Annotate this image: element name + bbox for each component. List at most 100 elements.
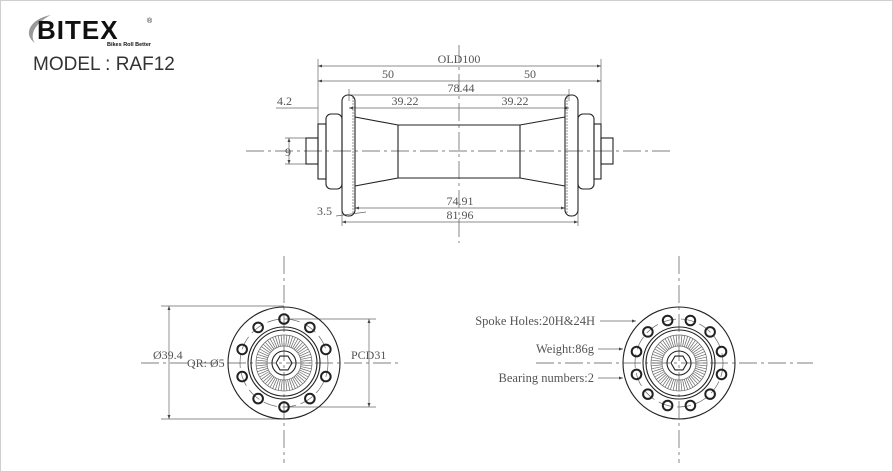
serration <box>258 369 269 375</box>
serration <box>275 336 280 347</box>
serration <box>657 374 667 382</box>
serration <box>675 379 678 391</box>
serration <box>300 354 311 359</box>
dim-half-left: 50 <box>382 67 394 81</box>
spoke-hole <box>320 370 332 383</box>
serration <box>672 335 676 347</box>
serration <box>256 364 268 367</box>
serration <box>259 371 270 378</box>
spoke-hole <box>278 313 290 325</box>
serration <box>692 346 702 354</box>
serration <box>265 375 273 385</box>
serration <box>667 337 673 348</box>
model-label: MODEL : RAF12 <box>33 54 175 75</box>
svg-text:BITEX: BITEX <box>37 15 119 45</box>
front-view-right: Spoke Holes:20H&24H Weight:86g Bearing n… <box>475 256 813 463</box>
serration <box>287 379 291 391</box>
serration <box>685 337 691 348</box>
serration <box>694 351 705 357</box>
serration <box>277 379 281 391</box>
serration <box>257 354 268 359</box>
serration <box>300 356 312 360</box>
dim-pcd: PCD31 <box>351 348 386 362</box>
serration <box>293 340 301 350</box>
dim-flange-thick: 3.5 <box>317 204 332 218</box>
weight-label: Weight:86g <box>536 342 595 356</box>
spoke-hole <box>684 399 697 412</box>
serration <box>300 364 312 367</box>
serration <box>682 379 686 391</box>
serration <box>265 341 273 351</box>
serration <box>693 371 704 378</box>
serration <box>296 374 306 382</box>
serration <box>295 375 303 385</box>
serration <box>293 376 301 386</box>
serration <box>299 351 310 357</box>
dim-qr: QR: Ø5 <box>187 356 225 370</box>
serration <box>660 341 668 351</box>
serration <box>269 377 276 388</box>
serration <box>280 335 283 347</box>
serration <box>687 377 694 388</box>
spoke-holes-label: Spoke Holes:20H&24H <box>475 314 595 328</box>
bearing-shell <box>642 326 716 400</box>
serration <box>295 341 303 351</box>
serration <box>672 379 676 391</box>
serration <box>653 351 664 357</box>
serration <box>296 344 306 352</box>
serration <box>680 335 683 347</box>
serration <box>277 335 281 347</box>
serration <box>653 369 664 375</box>
dim-endcap: 4.2 <box>277 94 292 108</box>
spoke-hole <box>642 388 654 400</box>
spoke-hole <box>304 392 316 405</box>
serration <box>690 375 698 385</box>
pitch-circle <box>239 318 329 408</box>
dim-outer-width: 81.96 <box>447 208 474 222</box>
serration <box>256 366 268 370</box>
side-view: OLD100 50 50 78.44 39.22 39.22 4.2 9 3.5… <box>246 45 673 243</box>
serration <box>290 378 296 389</box>
spoke-hole <box>304 321 316 334</box>
spoke-hole <box>630 368 643 381</box>
flange-outline <box>622 306 736 420</box>
serration <box>292 377 299 388</box>
bearing-shell <box>247 326 321 400</box>
front-view-left: Ø39.4 QR: Ø5 PCD31 <box>141 256 401 463</box>
serration <box>682 335 686 347</box>
serration <box>695 354 706 359</box>
serration <box>651 359 663 362</box>
serration <box>259 348 270 355</box>
serration <box>656 372 666 380</box>
serration <box>300 367 311 372</box>
serration <box>657 344 667 352</box>
serration <box>288 379 293 390</box>
serration <box>280 379 283 391</box>
serration <box>652 354 663 359</box>
serration <box>261 372 271 380</box>
pitch-circle <box>634 318 724 408</box>
spoke-hole <box>661 399 674 412</box>
serration <box>300 366 312 370</box>
serration <box>691 344 701 352</box>
dim-flange-half-left: 39.22 <box>392 94 419 108</box>
serration <box>269 338 276 349</box>
serration <box>680 379 683 391</box>
serration <box>691 374 701 382</box>
serration <box>290 337 296 348</box>
serration <box>660 375 668 385</box>
spoke-hole <box>642 326 654 338</box>
serration <box>299 369 310 375</box>
axle-circle <box>271 350 297 376</box>
serration <box>292 338 299 349</box>
hex-socket-icon <box>275 355 293 371</box>
dim-flange-span: 78.44 <box>448 81 475 95</box>
serration <box>667 378 673 389</box>
axle-circle <box>666 350 692 376</box>
serration <box>683 336 688 347</box>
serration <box>662 340 670 350</box>
serration <box>287 335 291 347</box>
spoke-hole <box>661 314 674 327</box>
